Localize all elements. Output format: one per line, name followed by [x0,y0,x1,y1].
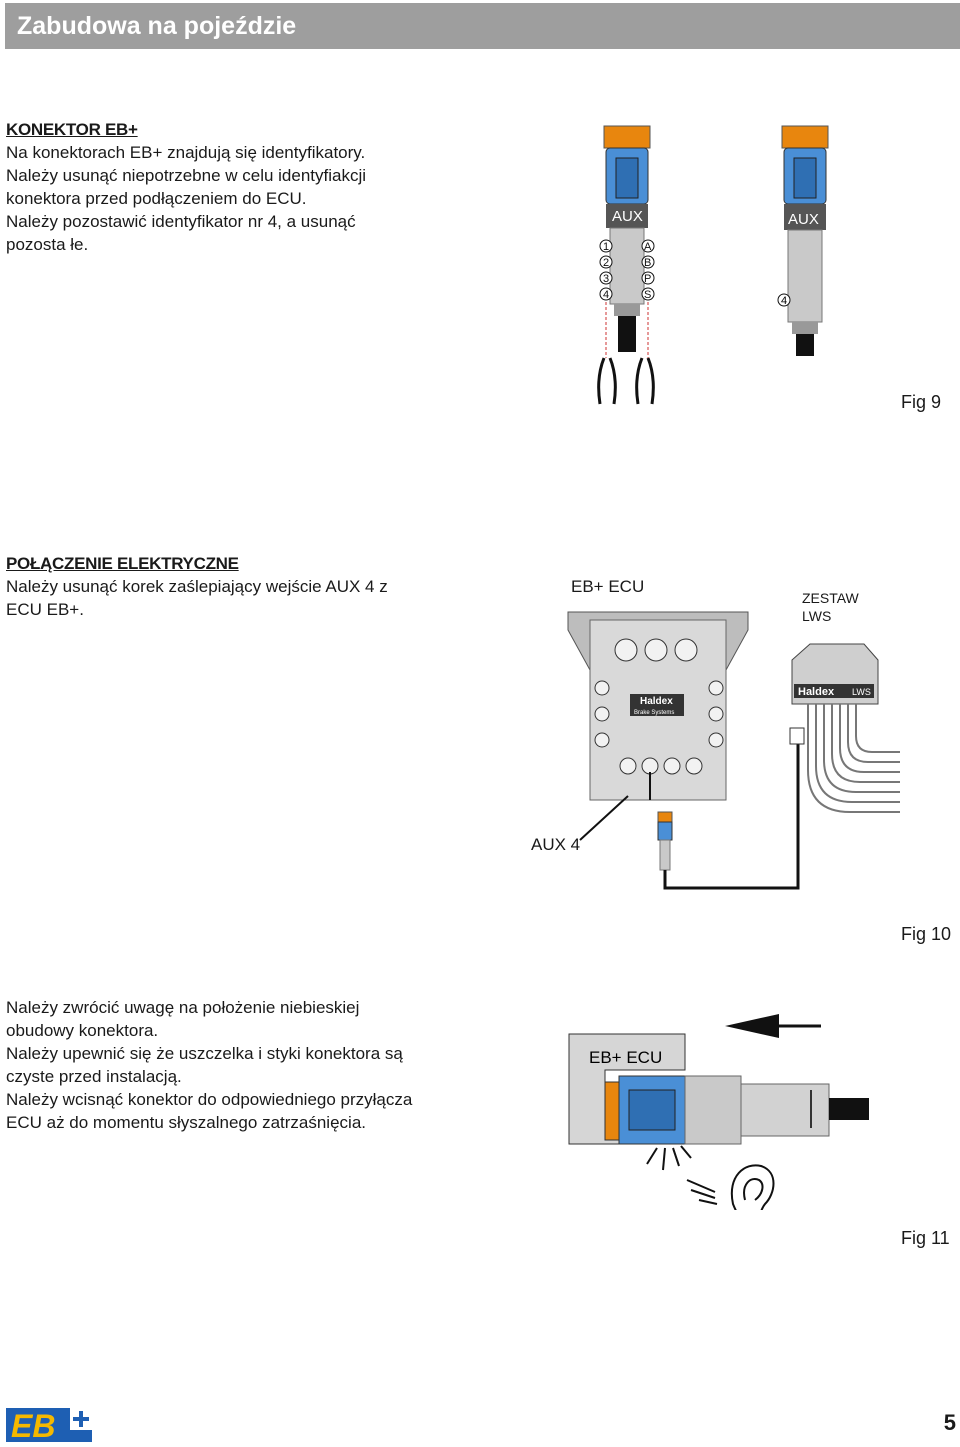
text-line: obudowy konektora. [6,1021,159,1040]
text-line: konektora przed podłączeniem do ECU. [6,189,307,208]
text-line: Należy zwrócić uwagę na położenie niebie… [6,998,360,1017]
lws-brand: Haldex [798,686,835,698]
identifier-label: 4 [603,289,609,301]
text-line: Należy usunąć niepotrzebne w celu identy… [6,166,367,185]
ear-icon [686,1164,775,1210]
identifier-label: A [644,241,652,253]
eb-plus-logo: EB [6,1408,92,1447]
figure-label: Fig 10 [901,924,952,944]
page-number: 5 [943,1410,956,1435]
identifier-label: B [644,257,651,269]
text-line: Należy pozostawić identyfikator nr 4, a … [6,212,356,231]
pliers-icon [597,357,655,405]
text-line: Należy wcisnąć konektor do odpowiedniego… [6,1090,413,1109]
section-connector: KONEKTOR EB+ Na konektorach EB+ znajdują… [6,118,366,256]
text-line: pozosta łe. [6,235,89,254]
aux4-label: AUX 4 [531,835,581,854]
connector-insertion-diagram: EB+ ECU [568,1014,869,1210]
ecu-label: EB+ ECU [571,577,645,596]
text-line: Należy usunąć korek zaślepiający wejście… [6,577,388,596]
ecu-unit: Haldex Brake Systems [567,611,749,801]
page-title: Zabudowa na pojeździe [17,12,297,40]
ecu-label: EB+ ECU [589,1048,662,1067]
right-connector: AUX 4 [777,125,829,356]
identifier-label: P [644,273,651,285]
ecu-brand-sub: Brake Systems [634,710,674,716]
aux-tag: AUX [612,208,643,225]
section-heading: POŁĄCZENIE ELEKTRYCZNE [6,554,239,573]
figure-label: Fig 9 [901,392,942,412]
text-line: ECU EB+. [6,600,84,619]
connector-seal [603,125,651,149]
page-header: Zabudowa na pojeździe [5,3,960,49]
lws-module: Haldex LWS [789,643,900,813]
connector-identifiers-diagram: AUX 1 2 3 4 A B P S AUX 4 [597,125,829,405]
identifier-label: 4 [781,295,787,307]
text-line: czyste przed instalacją. [6,1067,182,1086]
identifier-label: 2 [603,257,609,269]
lws-label-line1: ZESTAW [802,590,859,606]
text-line: ECU aż do momentu słyszalnego zatrzaśnię… [6,1113,366,1132]
ecu-brand: Haldex [640,696,673,707]
lws-brand-sub: LWS [852,687,871,697]
aux-tag: AUX [788,211,819,228]
section-heading: KONEKTOR EB+ [6,120,138,139]
ecu-wiring-diagram: Haldex Brake Systems Haldex LWS [567,611,900,890]
text-line: Należy upewnić się że uszczelka i styki … [6,1044,403,1063]
section-electrical-connection: POŁĄCZENIE ELEKTRYCZNE Należy usunąć kor… [6,552,388,621]
figure-label: Fig 11 [901,1228,950,1248]
identifier-label: S [644,289,651,301]
push-arrow-icon [725,1014,821,1038]
lws-label-line2: LWS [802,608,832,624]
click-indicator-icon [646,1145,692,1171]
identifier-label: 1 [603,241,609,253]
left-connector: AUX 1 2 3 4 A B P S [599,125,655,358]
text-line: Na konektorach EB+ znajdują się identyfi… [6,143,366,162]
logo-text: EB [11,1408,55,1442]
identifier-label: 3 [603,273,609,285]
section-installation-notes: Należy zwrócić uwagę na położenie niebie… [6,996,412,1134]
